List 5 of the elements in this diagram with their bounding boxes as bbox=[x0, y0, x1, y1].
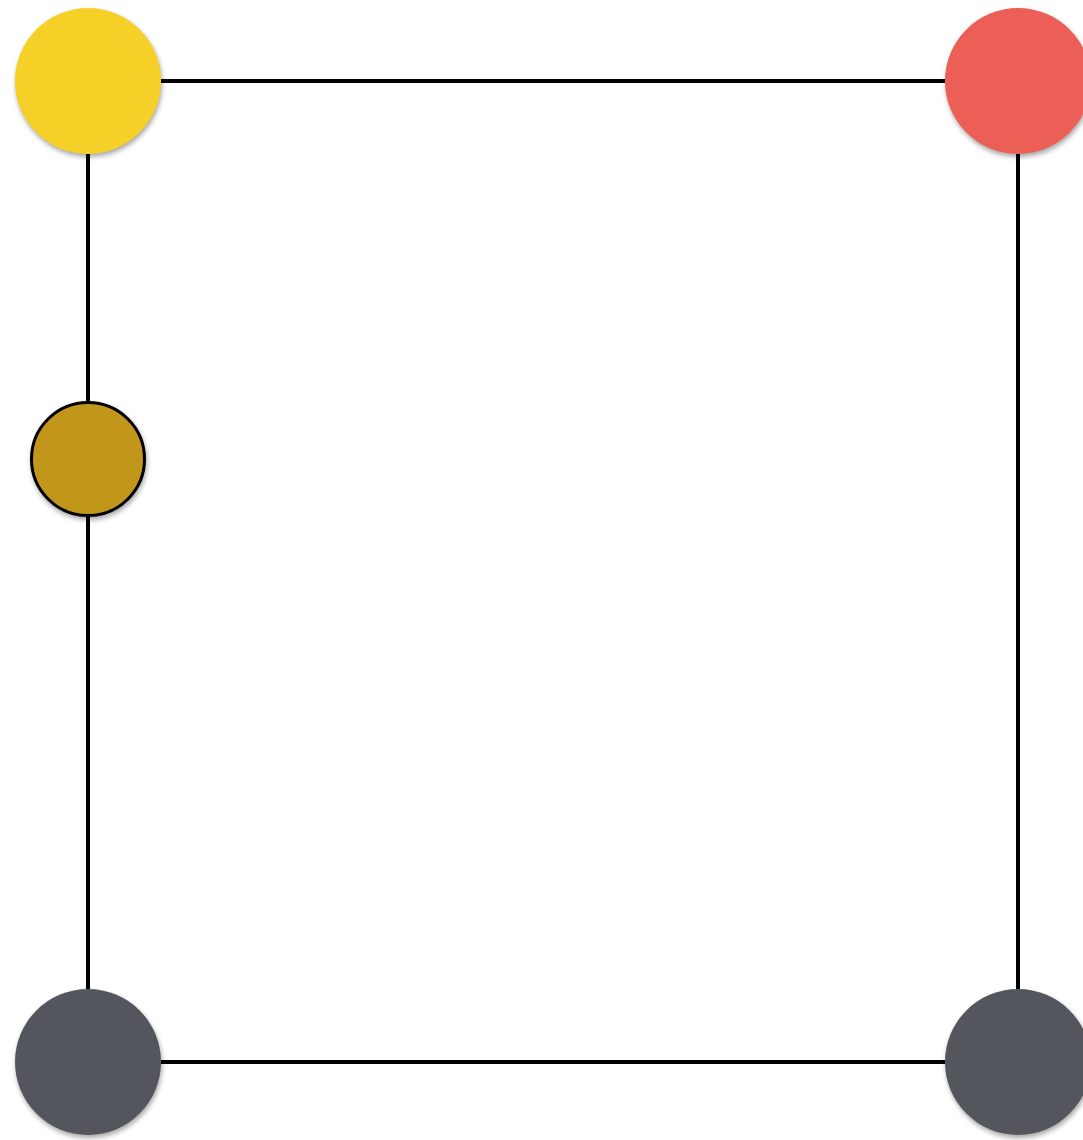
connector-line bbox=[86, 154, 90, 401]
connector-line bbox=[1016, 154, 1020, 989]
connector-line bbox=[161, 79, 945, 83]
connector-line bbox=[86, 517, 90, 989]
connector-line bbox=[161, 1060, 945, 1064]
